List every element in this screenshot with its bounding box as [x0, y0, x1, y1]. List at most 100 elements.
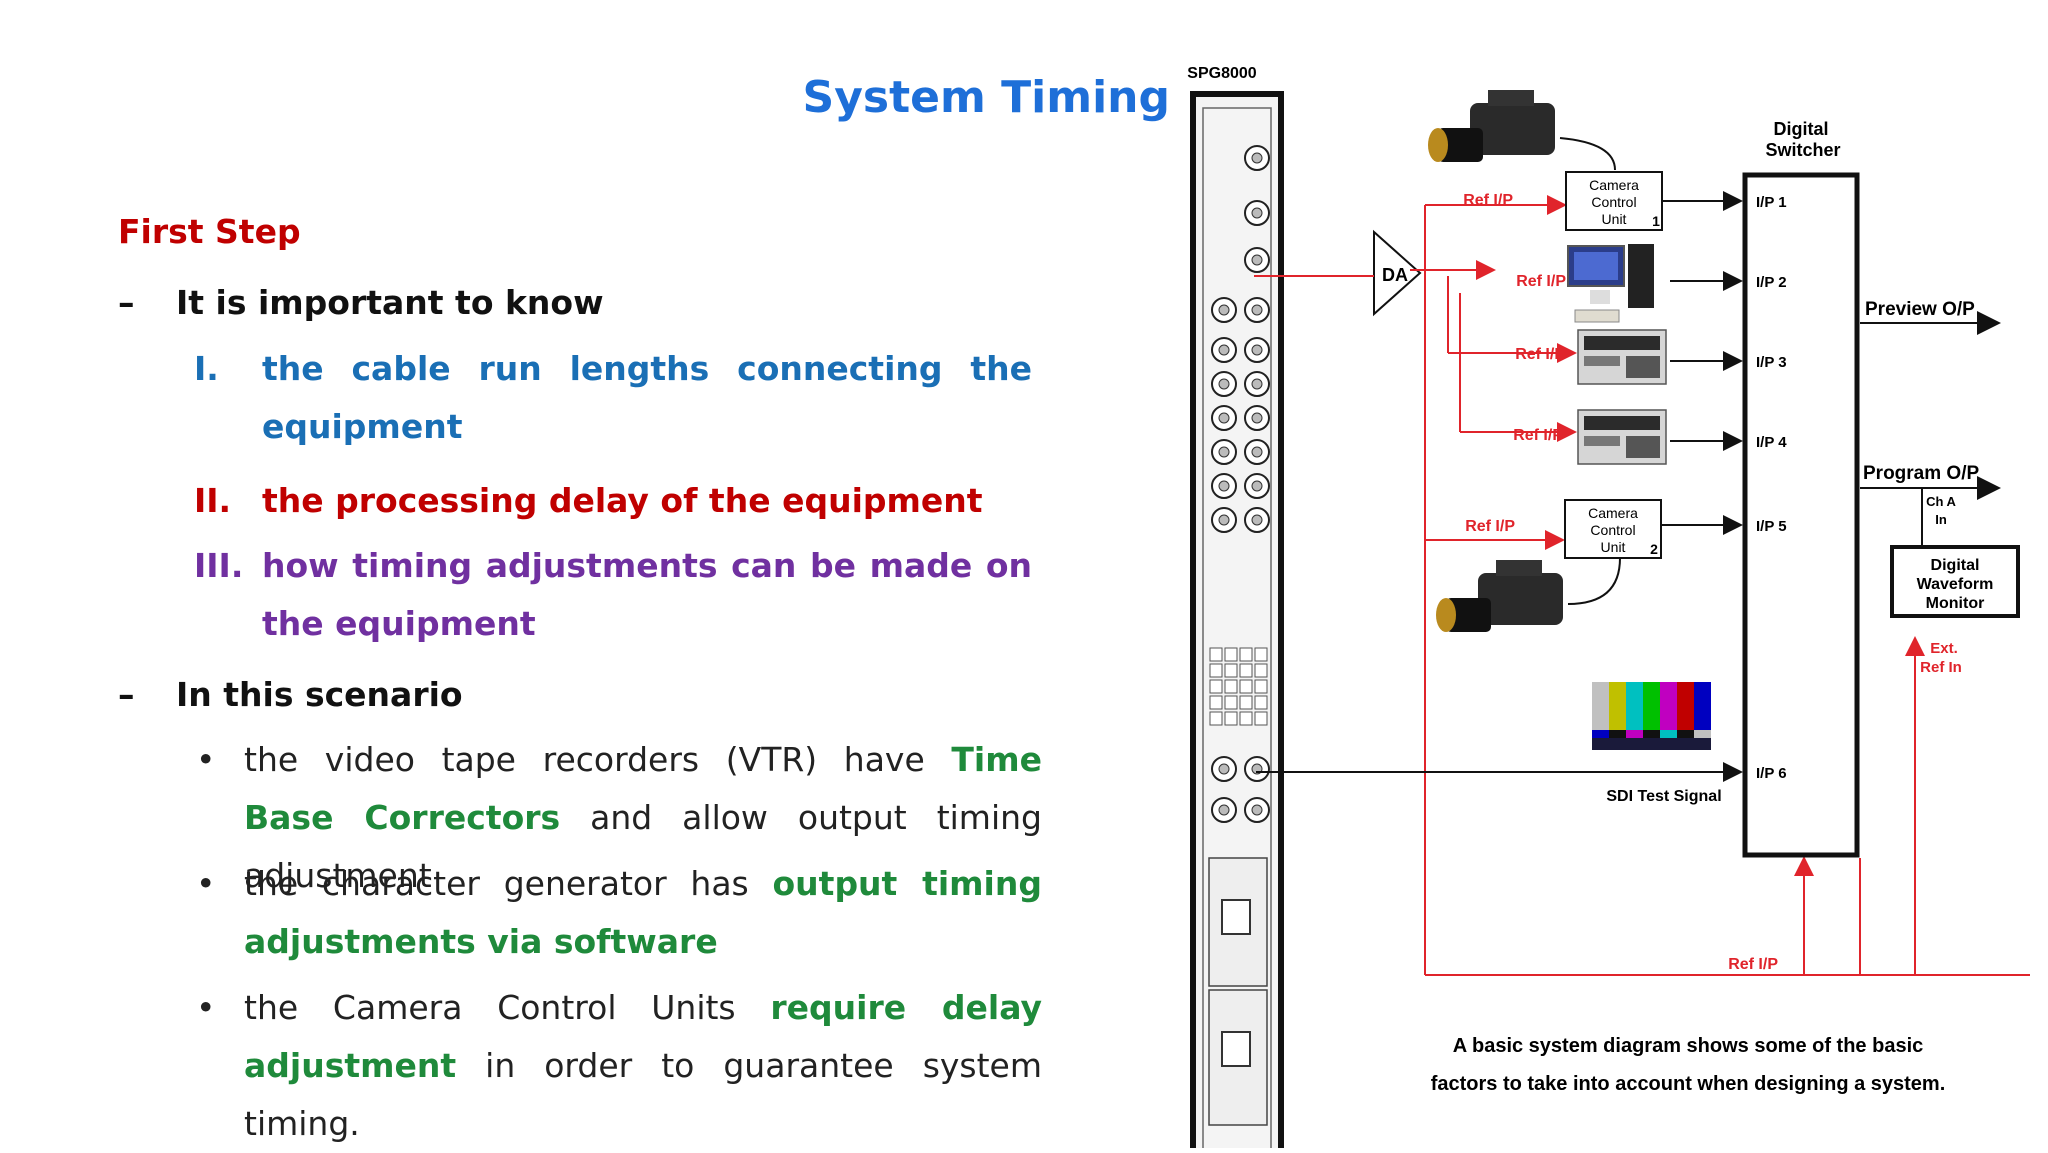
item-number: I. [194, 349, 219, 388]
bnc-connector-core [1218, 763, 1230, 775]
diagram-caption: factors to take into account when design… [1431, 1073, 1946, 1095]
switcher-input: I/P 2 [1756, 274, 1787, 291]
bullet-text: the video tape recorders (VTR) have Time… [244, 731, 1042, 905]
color-bar [1592, 682, 1609, 730]
ccu-number: 2 [1650, 541, 1658, 557]
switcher-input: I/P 6 [1756, 765, 1787, 782]
camera-icon [1428, 90, 1555, 162]
dash-marker: – [118, 283, 135, 322]
ch-a-label: Ch A [1926, 494, 1956, 509]
ref-ip-label: Ref I/P [1516, 273, 1566, 290]
system-diagram: SPG8000 DA Ref I/P Ref I/P Ref I/P Ref I… [1187, 65, 2030, 1148]
point-important-text: It is important to know [176, 283, 604, 322]
color-bar [1609, 730, 1626, 738]
item-processing-delay: II. the processing delay of the equipmen… [194, 472, 1032, 530]
program-output-label: Program O/P [1863, 463, 1979, 484]
sdi-test-signal-label: SDI Test Signal [1606, 788, 1721, 805]
switcher-input: I/P 5 [1756, 518, 1787, 535]
preview-output-label: Preview O/P [1865, 299, 1975, 320]
wfm-label: Digital [1931, 557, 1980, 574]
bullet-marker: • [196, 740, 216, 779]
bnc-connector-core [1251, 378, 1263, 390]
first-step-heading: First Step [118, 212, 301, 251]
item-text: how timing adjustments can be made on th… [262, 546, 1032, 643]
bnc-connector-core [1218, 304, 1230, 316]
ccu-label: Control [1590, 522, 1635, 538]
grid-cell [1209, 679, 1223, 694]
color-bar [1677, 730, 1694, 738]
bnc-connector-core [1218, 514, 1230, 526]
bnc-connector-core [1251, 304, 1263, 316]
bnc-connector-core [1251, 446, 1263, 458]
bullet-text-highlight: output timing adjustments via software [244, 864, 1042, 961]
bnc-connector-core [1218, 344, 1230, 356]
signal-lines [1256, 191, 2001, 782]
ccu-label: Camera [1588, 505, 1638, 521]
power-socket-icon [1221, 1031, 1251, 1067]
ref-ip-label: Ref I/P [1463, 192, 1513, 209]
item-timing-adjustments: III. how timing adjustments can be made … [194, 537, 1032, 653]
bullet-text-a: the character generator has [244, 864, 773, 903]
bullet-text-highlight: Time Base Correctors [244, 740, 1042, 837]
point-scenario: – In this scenario [118, 666, 1018, 724]
color-bar [1660, 730, 1677, 738]
vtr-icon [1577, 409, 1667, 465]
ref-ip-label: Ref I/P [1515, 346, 1565, 363]
camera-control-unit-2: Camera Control Unit 2 [1564, 499, 1662, 559]
bnc-connector-core [1251, 207, 1263, 219]
ccu-number: 1 [1652, 213, 1660, 229]
spg-label: SPG8000 [1187, 65, 1256, 82]
grid-cell [1254, 647, 1268, 662]
camera-control-unit-1: Camera Control Unit 1 [1565, 171, 1663, 231]
switcher-input: I/P 3 [1756, 354, 1787, 371]
color-bar [1694, 682, 1711, 730]
bullet-text: the character generator has output timin… [244, 855, 1042, 971]
bnc-connector-core [1251, 412, 1263, 424]
grid-cell [1239, 679, 1253, 694]
bullet-vtr: • the video tape recorders (VTR) have Ti… [192, 731, 1052, 905]
bnc-connector-core [1218, 446, 1230, 458]
character-generator-icon [1567, 244, 1654, 323]
ref-ip-label: Ref I/P [1728, 956, 1778, 973]
bnc-connector-core [1251, 254, 1263, 266]
bnc-connector-core [1251, 344, 1263, 356]
item-number: III. [194, 546, 244, 585]
ref-ip-label: Ref I/P [1465, 518, 1515, 535]
color-bar [1626, 682, 1643, 730]
bullet-text: the Camera Control Units require delay a… [244, 979, 1042, 1153]
grid-cell [1224, 711, 1238, 726]
color-bar [1626, 730, 1643, 738]
color-bar [1609, 682, 1626, 730]
bullet-marker: • [196, 988, 216, 1027]
grid-cell [1224, 647, 1238, 662]
bnc-connector-core [1251, 480, 1263, 492]
bullet-text-highlight: require delay adjustment [244, 988, 1042, 1085]
distribution-amplifier [1373, 229, 1422, 317]
grid-cell [1209, 663, 1223, 678]
grid-cell [1224, 695, 1238, 710]
grid-cell [1254, 711, 1268, 726]
switcher-input: I/P 4 [1756, 434, 1787, 451]
digital-switcher [1742, 172, 1860, 858]
color-bar [1694, 730, 1711, 738]
bnc-connector-core [1218, 480, 1230, 492]
ch-a-label: In [1935, 512, 1947, 527]
da-label: DA [1382, 265, 1408, 285]
bullet-text-a: the Camera Control Units [244, 988, 771, 1027]
bnc-connector-core [1251, 804, 1263, 816]
dash-marker: – [118, 675, 135, 714]
switcher-title: Digital [1773, 119, 1828, 139]
io-grid [1209, 647, 1268, 726]
bullet-text-a: the video tape recorders (VTR) have [244, 740, 952, 779]
bnc-connector-core [1218, 804, 1230, 816]
color-bar [1643, 730, 1660, 738]
switcher-input: I/P 1 [1756, 194, 1787, 211]
spg8000-unit [1190, 91, 1284, 1148]
item-cable-run: I. the cable run lengths connecting the … [194, 340, 1032, 456]
ccu-label: Unit [1602, 211, 1627, 227]
ccu-label: Camera [1589, 177, 1639, 193]
diagram-caption: A basic system diagram shows some of the… [1453, 1035, 1924, 1057]
vtr-icon [1577, 329, 1667, 385]
ccu-label: Control [1591, 194, 1636, 210]
item-text: the cable run lengths connecting the equ… [262, 349, 1032, 446]
